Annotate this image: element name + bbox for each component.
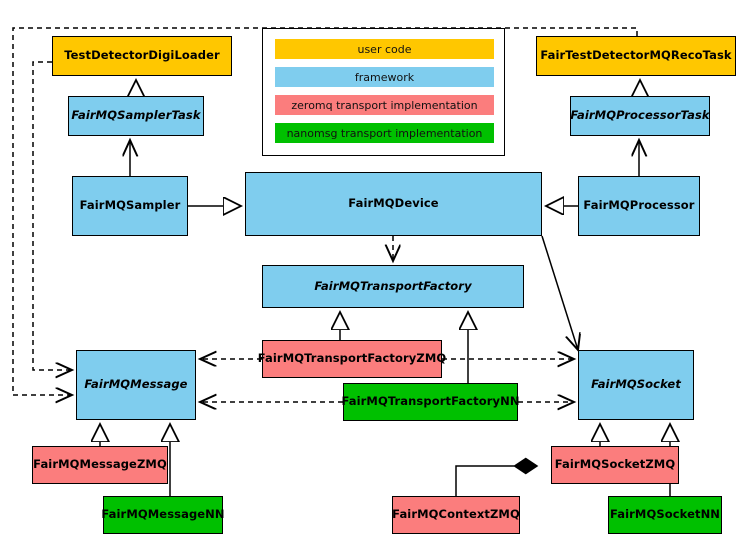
class-box-fair-mq-sampler[interactable]: FairMQSampler — [72, 176, 188, 236]
legend-item-user-code: user code — [275, 39, 494, 59]
edge-contextzmq-socketzmq — [455, 466, 537, 496]
class-box-fair-mq-message-zmq[interactable]: FairMQMessageZMQ — [32, 446, 168, 484]
class-box-fair-mq-processor-task[interactable]: FairMQProcessorTask — [570, 96, 710, 136]
legend-item-zeromq: zeromq transport implementation — [275, 95, 494, 115]
class-box-fair-mq-transport-factory-nn[interactable]: FairMQTransportFactoryNN — [341, 383, 519, 421]
class-box-fair-mq-message[interactable]: FairMQMessage — [76, 350, 196, 420]
class-box-fair-mq-transport-factory[interactable]: FairMQTransportFactory — [262, 265, 524, 308]
legend-item-framework: framework — [275, 67, 494, 87]
color-legend: user code framework zeromq transport imp… — [262, 28, 505, 156]
class-box-fair-mq-transport-factory-zmq[interactable]: FairMQTransportFactoryZMQ — [258, 340, 446, 378]
class-box-fair-mq-socket[interactable]: FairMQSocket — [578, 350, 694, 420]
class-box-fair-mq-device[interactable]: FairMQDevice — [245, 172, 542, 236]
edge-device-socket — [541, 235, 578, 350]
class-box-fair-mq-context-zmq[interactable]: FairMQContextZMQ — [392, 496, 520, 534]
class-box-fair-test-detector-mq-reco-task[interactable]: FairTestDetectorMQRecoTask — [536, 36, 736, 76]
class-box-fair-mq-message-nn[interactable]: FairMQMessageNN — [101, 496, 225, 534]
class-box-test-detector-digi-loader[interactable]: TestDetectorDigiLoader — [52, 36, 232, 76]
class-box-fair-mq-socket-zmq[interactable]: FairMQSocketZMQ — [551, 446, 679, 484]
edge-digiloader-message — [32, 61, 72, 370]
class-box-fair-mq-sampler-task[interactable]: FairMQSamplerTask — [68, 96, 204, 136]
class-box-fair-mq-socket-nn[interactable]: FairMQSocketNN — [608, 496, 722, 534]
class-box-fair-mq-processor[interactable]: FairMQProcessor — [578, 176, 700, 236]
legend-item-nanomsg: nanomsg transport implementation — [275, 123, 494, 143]
